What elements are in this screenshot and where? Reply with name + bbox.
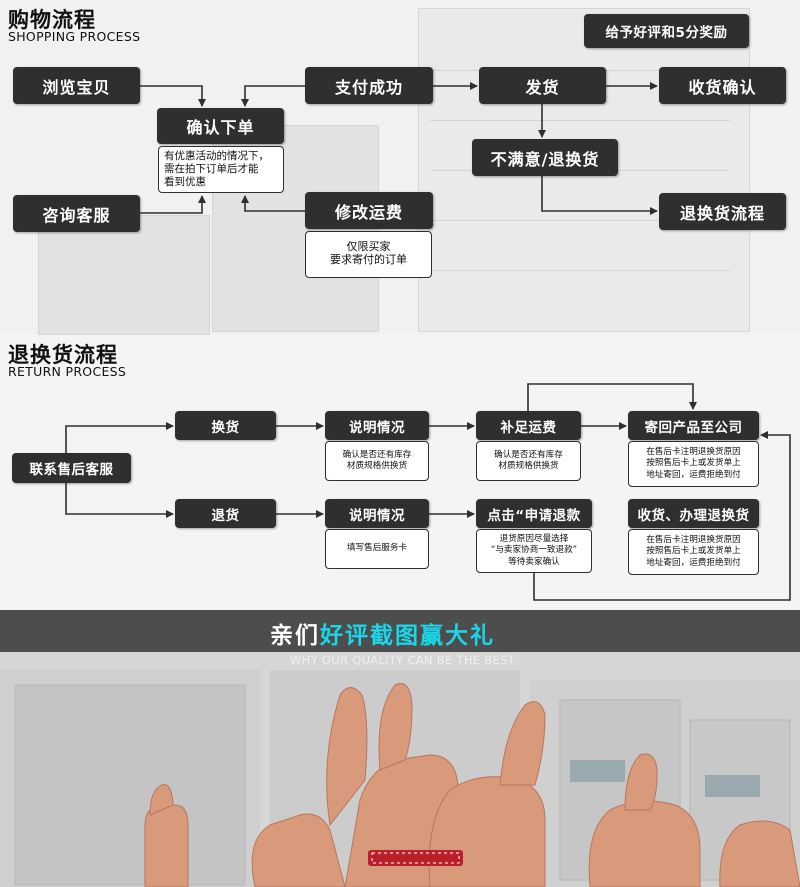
shopping-arrows: [140, 86, 657, 213]
return-arrows: [66, 384, 790, 600]
